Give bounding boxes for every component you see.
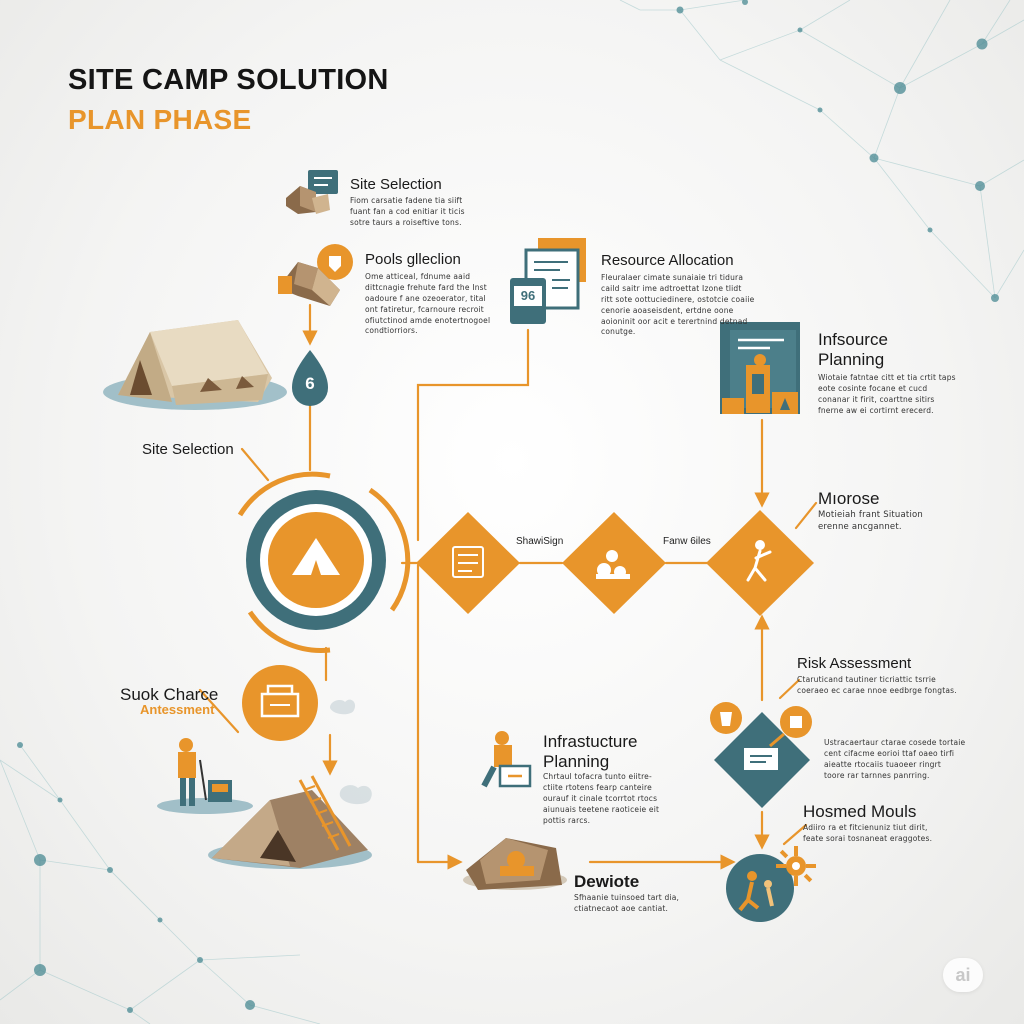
pools-icon-art: [278, 244, 353, 306]
risk-cluster-art: [710, 702, 812, 808]
hosmed-circle-art: [726, 846, 816, 922]
site-selection-label: Site Selection: [142, 441, 234, 458]
insource-art: [720, 322, 800, 414]
diamond-label-2: Fanw 6iles: [663, 536, 711, 547]
dewiote-art: [463, 838, 567, 890]
dewiote-title: Dewiote: [574, 872, 640, 891]
doc-number: 96: [520, 288, 536, 303]
pools-title: Pools glleclion: [365, 251, 461, 268]
suok-circle-art: [242, 665, 356, 741]
resource-allocation-desc: Fleuralaer cimate sunaiaie tri tidura ca…: [601, 273, 755, 337]
resource-doc-art: [510, 238, 586, 324]
infrastructure-worker-art: [481, 731, 532, 788]
page-title: SITE CAMP SOLUTION: [68, 64, 389, 96]
tent-illustration-top: [103, 320, 287, 410]
risk-detail-desc: Ustracaertaur ctarae cosede tortaie cent…: [824, 738, 966, 780]
drop-pin-art: [292, 350, 328, 406]
ai-watermark: ai: [943, 958, 983, 992]
hub-circle: [237, 471, 411, 653]
insource-planning-desc: Wiotaie fatntae citt et tia crtit taps e…: [818, 373, 956, 415]
insource-planning-title: Infsource Planning: [818, 330, 888, 369]
site-selection-desc: Fiom carsatie fadene tia siift fuant fan…: [350, 196, 465, 227]
pools-desc: Ome atticeal, fdnume aaid dittcnagie fre…: [365, 272, 491, 336]
infrastructure-planning-title: Infrastucture Planning: [543, 732, 638, 771]
resource-allocation-title: Resource Allocation: [601, 252, 734, 269]
suok-charce-title: Suok Charce: [120, 685, 219, 704]
morose-desc: Motieiah frant Situation erenne ancganne…: [818, 510, 924, 533]
infrastructure-planning-desc: Chrtaul tofacra tunto eiitre- ctiite rto…: [543, 772, 660, 825]
dewiote-desc: Sfhaanie tuinsoed tart dia, ctiatnecaot …: [574, 893, 680, 913]
morose-title: Mıorose: [818, 489, 880, 508]
suok-charce-subtitle: Antessment: [140, 702, 215, 717]
hosmed-mouls-title: Hosmed Mouls: [803, 802, 917, 821]
drop-pin-number: 6: [305, 374, 315, 393]
worker-tent-bottom-art: [157, 738, 372, 869]
site-selection-title: Site Selection: [350, 176, 442, 193]
hosmed-mouls-desc: Adiiro ra et fitcienuniz tiut dirit, fea…: [803, 823, 933, 843]
diamond-shapes: [416, 510, 814, 616]
risk-assessment-desc: Ctaruticand tautiner ticriattic tsrrie c…: [797, 675, 957, 695]
diamond-label-1: ShawiSign: [516, 536, 564, 547]
page-subtitle: PLAN PHASE: [68, 104, 252, 135]
site-selection-icon-art: [286, 170, 338, 214]
risk-assessment-title: Risk Assessment: [797, 655, 912, 672]
